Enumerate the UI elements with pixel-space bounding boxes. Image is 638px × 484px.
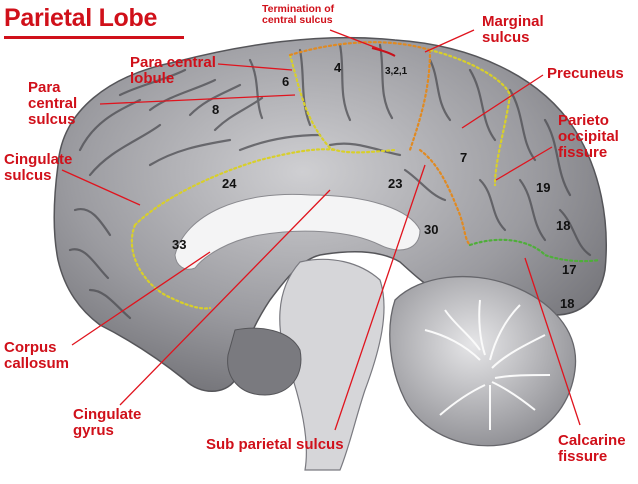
- label-precuneus: Precuneus: [547, 65, 624, 82]
- area-number-33: 33: [172, 237, 187, 252]
- pointer-cingulate-sulcus: [61, 169, 141, 206]
- area-number-23: 23: [388, 176, 403, 191]
- area-number-4: 4: [334, 60, 342, 75]
- pointer-calcarine: [524, 257, 581, 426]
- page-title: Parietal Lobe: [4, 4, 158, 32]
- area-number-30: 30: [424, 222, 439, 237]
- label-termination-central-sulcus: Termination of central sulcus: [262, 3, 335, 26]
- pointer-cingulate-gyrus: [119, 189, 331, 406]
- label-corpus-callosum: Corpus callosum: [4, 339, 70, 372]
- pointer-para-sulcus: [99, 94, 296, 105]
- pointer-marginal: [424, 29, 475, 53]
- label-sub-parietal-sulcus: Sub parietal sulcus: [206, 436, 344, 453]
- area-number-8: 8: [212, 102, 220, 117]
- area-number-24: 24: [222, 176, 237, 191]
- pointer-parieto: [495, 146, 553, 181]
- central-sulcus-termination-mark: [371, 47, 396, 57]
- area-number-3-2-1: 3,2,1: [385, 66, 408, 77]
- area-number-18-lower: 18: [560, 296, 575, 311]
- pointer-corpus: [71, 251, 211, 346]
- pointer-subparietal: [334, 164, 426, 431]
- label-marginal-sulcus: Marginal sulcus: [482, 13, 544, 46]
- gyri-texture: [68, 43, 592, 320]
- area-number-18-upper: 18: [556, 218, 571, 233]
- pointer-para-lobule: [217, 63, 293, 71]
- cerebellum: [389, 276, 577, 447]
- area-number-7: 7: [460, 150, 468, 165]
- pointer-lines: [61, 29, 581, 431]
- label-calcarine-fissure: Calcarine fissure: [558, 432, 626, 465]
- arbor-vitae: [424, 299, 551, 430]
- label-cingulate-sulcus: Cingulate sulcus: [4, 151, 73, 184]
- title-underline: [4, 36, 184, 39]
- corpus-callosum-shape: [174, 193, 421, 270]
- pointer-termination: [329, 29, 383, 51]
- temporal-pole: [227, 327, 302, 396]
- label-parieto-occipital-fissure: Parieto occipital fissure: [558, 112, 619, 161]
- area-number-17: 17: [562, 262, 577, 277]
- label-para-central-lobule: Para central lobule: [130, 54, 216, 87]
- pointer-precuneus: [461, 74, 544, 129]
- label-para-central-sulcus: Para central sulcus: [28, 79, 78, 128]
- label-cingulate-gyrus: Cingulate gyrus: [73, 406, 142, 439]
- area-number-6: 6: [282, 74, 290, 89]
- area-number-19: 19: [536, 180, 551, 195]
